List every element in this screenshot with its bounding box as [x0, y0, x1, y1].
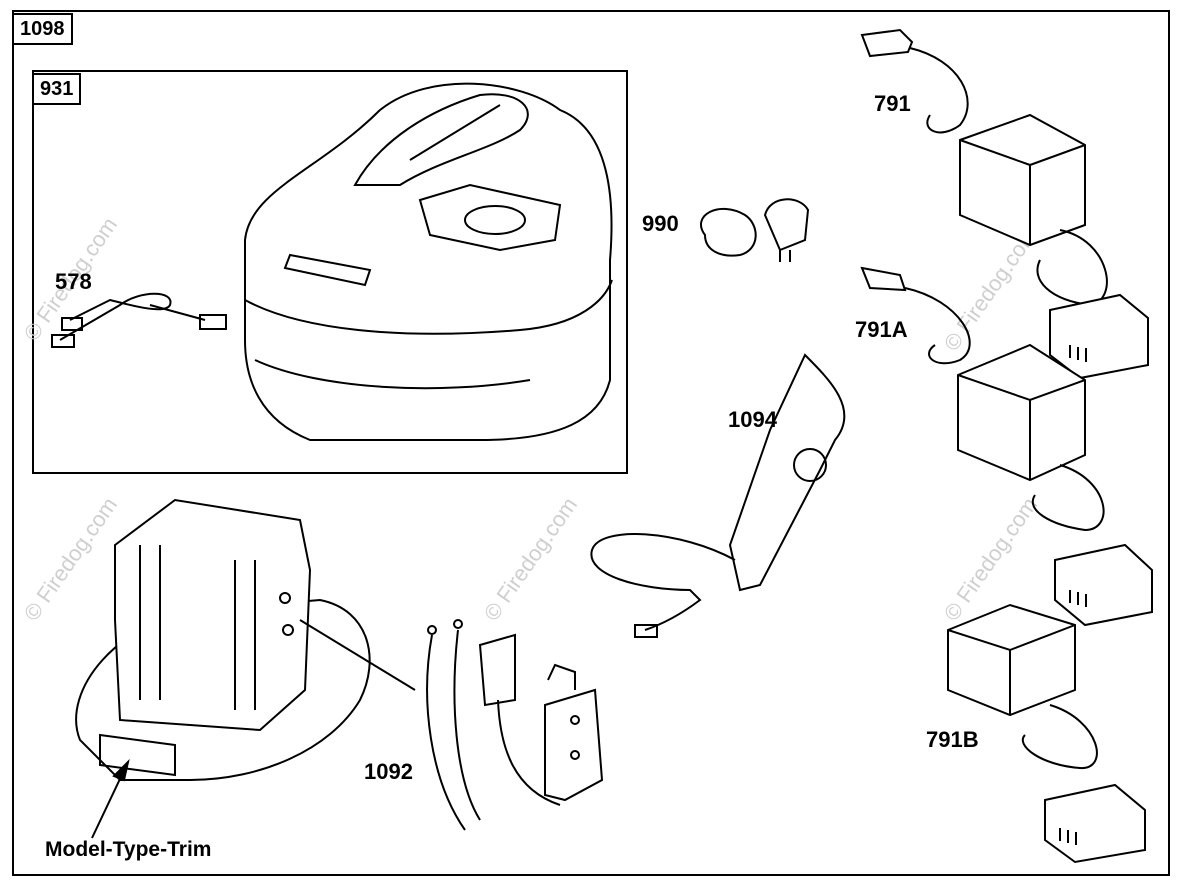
inner-group-tag: 931 [32, 73, 82, 105]
housing-cover-part [244, 82, 613, 441]
caption-leader-arrow [91, 758, 130, 839]
diagram-frame [12, 10, 1170, 876]
charger-791a-part [860, 266, 1153, 627]
charger-791-part [860, 28, 1149, 380]
callout-990: 990 [642, 211, 679, 236]
callout-791a: 791A [855, 317, 908, 342]
callout-578: 578 [55, 269, 92, 294]
engine-block-part [75, 498, 416, 781]
switch-module-part [426, 619, 604, 831]
model-type-trim-caption: Model-Type-Trim [45, 838, 212, 861]
callout-1092: 1092 [364, 759, 413, 784]
wire-harness-part [51, 292, 227, 348]
plug-adapter-part [700, 198, 810, 262]
callout-1094: 1094 [728, 407, 777, 432]
callout-791: 791 [874, 91, 911, 116]
charger-791b-part [947, 603, 1146, 864]
callout-791b: 791B [926, 727, 979, 752]
outer-group-tag: 1098 [12, 13, 73, 45]
control-lever-part [590, 353, 846, 638]
inner-group-frame [32, 70, 628, 474]
